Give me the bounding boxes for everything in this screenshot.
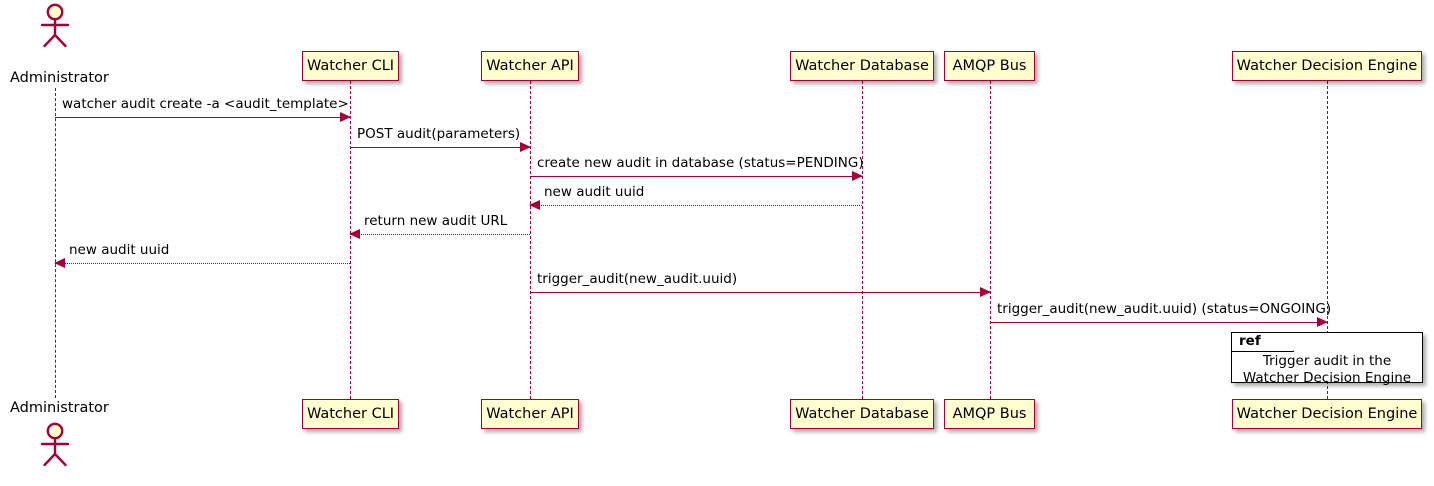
participant-watcher-decision-engine-bottom[interactable]: Watcher Decision Engine: [1232, 399, 1422, 429]
participant-watcher-api-top[interactable]: Watcher API: [481, 51, 579, 81]
stick-figure-icon: [40, 3, 70, 48]
participant-label: Watcher CLI: [306, 57, 395, 74]
message-label: return new audit URL: [364, 213, 508, 229]
ref-fragment: ref Trigger audit in the Watcher Decisio…: [1231, 332, 1423, 386]
ref-fragment-tab: ref: [1232, 333, 1294, 352]
participant-label: Watcher CLI: [306, 405, 395, 422]
lifeline-watcher-decision-engine: [1327, 81, 1328, 399]
participant-watcher-cli-top[interactable]: Watcher CLI: [302, 51, 399, 81]
participant-label: AMQP Bus: [952, 57, 1027, 74]
participant-watcher-database-top[interactable]: Watcher Database: [790, 51, 934, 81]
lifeline-watcher-cli: [350, 81, 351, 399]
participant-label: Watcher API: [486, 57, 574, 74]
stick-figure-icon: [40, 422, 70, 467]
participant-label: AMQP Bus: [952, 405, 1027, 422]
message-label: create new audit in database (status=PEN…: [537, 155, 864, 171]
participant-label: Watcher Decision Engine: [1236, 405, 1418, 422]
arrowhead-icon: [852, 171, 863, 181]
arrowhead-icon: [980, 287, 991, 297]
actor-administrator-bottom: [32, 422, 78, 468]
participant-watcher-database-bottom[interactable]: Watcher Database: [790, 399, 934, 429]
participant-amqp-bus-bottom[interactable]: AMQP Bus: [944, 399, 1035, 429]
message-label: trigger_audit(new_audit.uuid) (status=ON…: [997, 301, 1332, 317]
participant-watcher-decision-engine-top[interactable]: Watcher Decision Engine: [1232, 51, 1422, 81]
ref-fragment-line-1: Trigger audit in the: [1262, 353, 1392, 369]
lifeline-amqp-bus: [990, 81, 991, 399]
participant-amqp-bus-top[interactable]: AMQP Bus: [944, 51, 1035, 81]
lifeline-watcher-database: [862, 81, 863, 399]
participant-label: Watcher API: [486, 405, 574, 422]
lifeline-watcher-api: [530, 81, 531, 399]
message-line: [530, 292, 990, 293]
participant-watcher-api-bottom[interactable]: Watcher API: [481, 399, 579, 429]
message-line: [350, 147, 530, 148]
message-line: [350, 234, 530, 235]
arrowhead-icon: [340, 112, 351, 122]
message-line: [990, 322, 1327, 323]
ref-fragment-tab-label: ref: [1239, 333, 1261, 350]
message-line: [55, 263, 350, 264]
message-label: watcher audit create -a <audit_template>: [62, 96, 349, 112]
participant-label: Watcher Database: [795, 57, 929, 74]
arrowhead-icon: [1317, 317, 1328, 327]
message-label: trigger_audit(new_audit.uuid): [537, 271, 738, 287]
message-label: new audit uuid: [544, 184, 645, 200]
arrowhead-icon: [529, 200, 540, 210]
message-line: [55, 117, 350, 118]
arrowhead-icon: [349, 229, 360, 239]
participant-watcher-cli-bottom[interactable]: Watcher CLI: [302, 399, 399, 429]
ref-fragment-line-2: Watcher Decision Engine: [1242, 370, 1412, 387]
participant-label: Watcher Decision Engine: [1236, 57, 1418, 74]
message-label: POST audit(parameters): [357, 126, 521, 142]
message-line: [530, 176, 862, 177]
arrowhead-icon: [54, 258, 65, 268]
lifeline-administrator: [55, 88, 56, 398]
actor-administrator-top: [32, 3, 78, 49]
message-line: [530, 205, 862, 206]
arrowhead-icon: [520, 142, 531, 152]
actor-label-administrator-top: Administrator: [10, 70, 109, 86]
ref-fragment-body: Trigger audit in the Watcher Decision En…: [1232, 353, 1422, 388]
actor-label-administrator-bottom: Administrator: [10, 400, 109, 416]
message-label: new audit uuid: [69, 242, 170, 258]
participant-label: Watcher Database: [795, 405, 929, 422]
